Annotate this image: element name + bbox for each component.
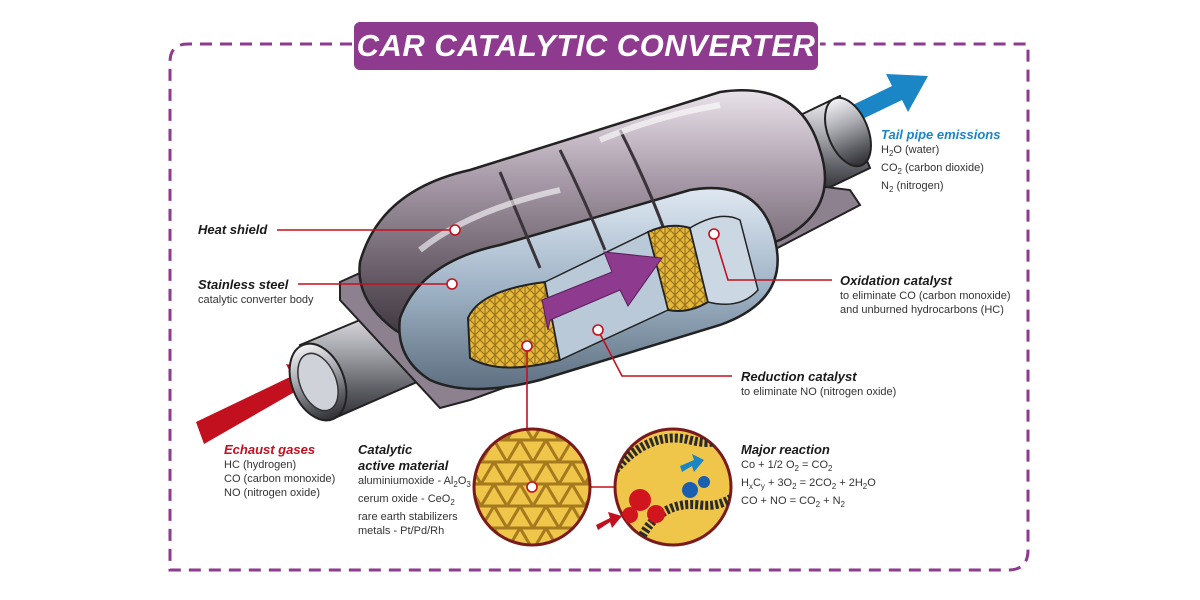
exhaust-title: Echaust gases: [224, 442, 316, 457]
label-oxidation-catalyst: Oxidation catalyst to eliminate CO (carb…: [840, 273, 1011, 317]
label-catalytic-material: Catalytic active material aluminiumoxide…: [358, 442, 471, 538]
tail-pipe-title: Tail pipe emissions: [881, 127, 1001, 142]
label-major-reaction: Major reaction Co + 1/2 O2 = CO2 HxCy + …: [741, 442, 876, 513]
label-exhaust-gases: Echaust gases HC (hydrogen) CO (carbon m…: [224, 442, 335, 500]
label-tail-pipe-emissions: Tail pipe emissions H2O (water) CO2 (car…: [881, 127, 1000, 198]
catalytic-line-3: rare earth stabilizers: [358, 511, 458, 524]
catalytic-title-1: Catalytic: [358, 442, 413, 457]
label-stainless-steel: Stainless steel catalytic converter body: [198, 277, 314, 307]
label-reduction-catalyst: Reduction catalyst to eliminate NO (nitr…: [741, 369, 896, 399]
reduction-line-1: to eliminate NO (nitrogen oxide): [741, 386, 897, 398]
page-title: CAR CATALYTIC CONVERTER: [356, 28, 816, 63]
reaction-line-3: CO + NO = CO2 + N2: [741, 495, 845, 510]
catalyst-magnified-circle: [472, 427, 592, 547]
dashed-frame: [168, 42, 1030, 572]
catalytic-line-4: metals - Pt/Pd/Rh: [358, 525, 445, 538]
oxidation-line-1: to eliminate CO (carbon monoxide): [840, 290, 1011, 302]
catalytic-line-1: aluminiumoxide - Al2O3: [358, 475, 471, 490]
flow-arrow: [541, 251, 663, 331]
catalytic-line-2: cerum oxide - CeO2: [358, 493, 455, 508]
label-heat-shield: Heat shield: [198, 222, 267, 238]
heat-shield-title: Heat shield: [198, 222, 268, 237]
title-banner: CAR CATALYTIC CONVERTER: [354, 22, 818, 70]
stainless-steel-title: Stainless steel: [198, 277, 289, 292]
exhaust-line-2: CO (carbon monoxide): [224, 473, 336, 485]
reaction-line-2: HxCy + 3O2 = 2CO2 + 2H2O: [741, 477, 876, 492]
exhaust-line-3: NO (nitrogen oxide): [224, 487, 320, 499]
reaction-magnified-circle: [596, 427, 733, 547]
oxidation-line-2: and unburned hydrocarbons (HC): [840, 304, 1004, 316]
reaction-line-1: Co + 1/2 O2 = CO2: [741, 459, 833, 474]
oxidation-title: Oxidation catalyst: [840, 273, 952, 288]
exhaust-line-1: HC (hydrogen): [224, 459, 297, 471]
stainless-steel-desc: catalytic converter body: [198, 294, 314, 306]
tail-pipe-line-3: N2 (nitrogen): [881, 180, 944, 195]
tail-pipe-line-1: H2O (water): [881, 144, 940, 159]
major-reaction-title: Major reaction: [741, 442, 830, 457]
reduction-title: Reduction catalyst: [741, 369, 857, 384]
tail-pipe-line-2: CO2 (carbon dioxide): [881, 162, 984, 177]
catalytic-title-2: active material: [358, 458, 449, 473]
